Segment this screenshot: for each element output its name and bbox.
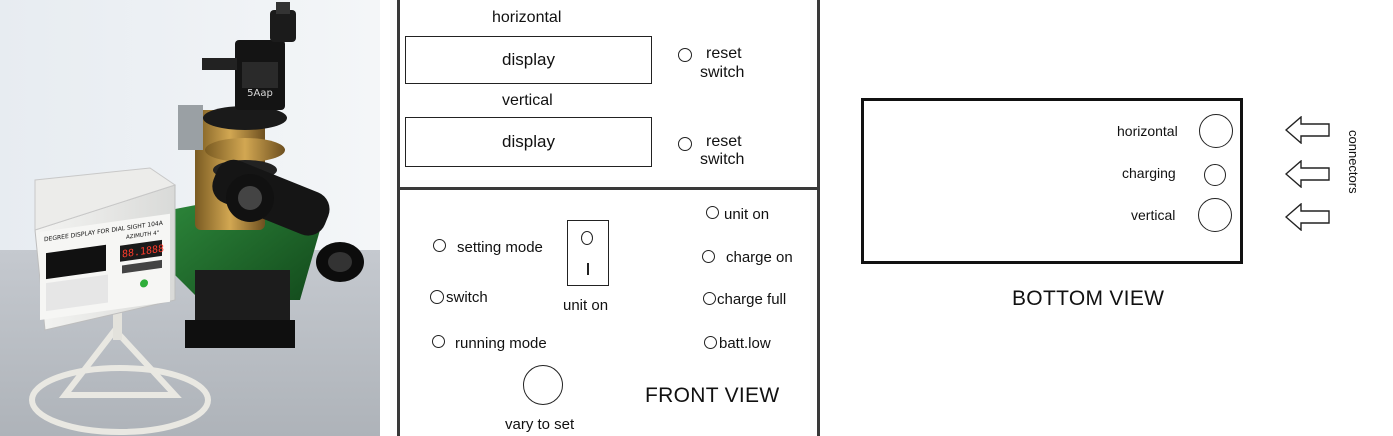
batt-low-led xyxy=(704,336,717,349)
vertical-reset-switch[interactable] xyxy=(678,137,692,151)
horizontal-connector-arrow-icon xyxy=(1285,116,1331,144)
bottom-horizontal-label: horizontal xyxy=(1117,123,1178,139)
bottom-vertical-label: vertical xyxy=(1131,207,1176,223)
unit-on-led xyxy=(706,206,719,219)
horizontal-reset-label-line2: switch xyxy=(700,64,745,81)
setting-mode-led xyxy=(433,239,446,252)
front-view-left-border xyxy=(397,0,400,436)
instrument-photo: 5Aap DEGREE DISPLAY FOR DIAL SIGHT 104A … xyxy=(0,0,380,436)
vertical-connector xyxy=(1198,198,1232,232)
horizontal-display-label: display xyxy=(502,50,555,69)
bottom-charging-label: charging xyxy=(1122,165,1176,181)
horizontal-label: horizontal xyxy=(492,9,562,26)
charge-on-led xyxy=(702,250,715,263)
vertical-display-label: display xyxy=(502,132,555,151)
front-view-divider xyxy=(397,187,820,190)
unit-on-indicator-label: unit on xyxy=(724,206,770,223)
connectors-label: connectors xyxy=(1346,130,1361,194)
batt-low-label: batt.low xyxy=(719,335,771,352)
display-box-subtitle: AZIMUTH 4" xyxy=(126,230,159,241)
vertical-label: vertical xyxy=(502,92,553,109)
horizontal-reset-label-line1: reset xyxy=(706,45,742,62)
charge-on-label: charge on xyxy=(726,249,793,266)
vertical-reset-label-line1: reset xyxy=(706,133,742,150)
running-mode-label: running mode xyxy=(455,335,547,352)
running-mode-led xyxy=(432,335,445,348)
brand-label: 5Aap xyxy=(247,88,273,99)
vertical-display: display xyxy=(405,117,652,167)
charging-connector-arrow-icon xyxy=(1285,160,1331,188)
dial-sight-photo-illustration: 5Aap DEGREE DISPLAY FOR DIAL SIGHT 104A … xyxy=(0,0,380,436)
horizontal-reset-switch[interactable] xyxy=(678,48,692,62)
power-rocker-switch[interactable] xyxy=(567,220,609,286)
front-view-title: FRONT VIEW xyxy=(645,384,780,407)
front-view-right-border xyxy=(817,0,820,436)
horizontal-display: display xyxy=(405,36,652,84)
switch-label: switch xyxy=(446,289,488,306)
bottom-view-panel xyxy=(861,98,1243,264)
charge-full-label: charge full xyxy=(717,291,787,308)
bottom-view-title: BOTTOM VIEW xyxy=(1012,287,1165,310)
rocker-off-mark xyxy=(581,231,593,245)
vary-to-set-label: vary to set xyxy=(505,416,575,433)
vertical-reset-label-line2: switch xyxy=(700,151,745,168)
rocker-on-mark xyxy=(587,263,589,275)
vary-to-set-knob[interactable] xyxy=(523,365,563,405)
horizontal-connector xyxy=(1199,114,1233,148)
charge-full-led xyxy=(703,292,716,305)
rocker-unit-on-label: unit on xyxy=(563,297,609,314)
charging-connector xyxy=(1204,164,1226,186)
mode-switch[interactable] xyxy=(430,290,444,304)
setting-mode-label: setting mode xyxy=(457,239,543,256)
vertical-connector-arrow-icon xyxy=(1285,203,1331,231)
